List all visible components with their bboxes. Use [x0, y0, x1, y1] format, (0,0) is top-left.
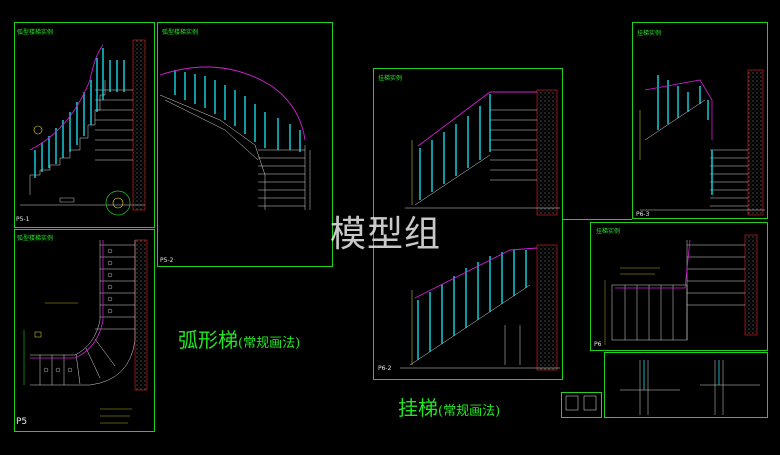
panel-e-title: 挂梯实例 [637, 30, 662, 37]
panel-c-code: P5 [16, 417, 28, 427]
panel-b-drawing [159, 66, 311, 210]
panel-b-title: 弧型楼梯实例 [162, 29, 199, 36]
panel-a-drawing [20, 39, 146, 216]
panel-d-code: P6-2 [378, 365, 392, 372]
panel-a-title: 弧型楼梯实例 [17, 29, 54, 36]
arc-stair-caption-note: (常规画法) [238, 336, 301, 351]
divider-line [563, 219, 632, 220]
panel-frame-d [373, 68, 563, 380]
panel-d2-drawing [400, 244, 560, 371]
panel-b-code: P5-2 [160, 257, 174, 264]
panel-c-title: 弧型楼梯实例 [17, 235, 54, 242]
panel-f-drawing [604, 234, 758, 345]
detail-drawings [565, 360, 760, 415]
arc-stair-caption-main: 弧形梯 [178, 328, 238, 352]
panel-frame-c [14, 229, 155, 432]
panel-a-code: P5-1 [16, 216, 30, 223]
panel-f-code: P6 [594, 341, 602, 348]
hanging-stair-caption-main: 挂梯 [398, 396, 438, 420]
panel-frame-b [157, 22, 333, 267]
detail-frame [604, 352, 768, 418]
hanging-stair-caption: 挂梯(常规画法) [398, 392, 500, 421]
panel-e-drawing [639, 69, 765, 216]
panel-d-drawing [405, 89, 560, 216]
hanging-stair-caption-note: (常规画法) [438, 404, 501, 419]
panel-e-code: P6-3 [636, 211, 650, 218]
panel-f-title: 挂梯实例 [596, 228, 621, 235]
arc-stair-caption: 弧形梯(常规画法) [178, 324, 300, 353]
detail-frame-small [561, 392, 602, 418]
panel-frame-e [632, 22, 768, 219]
panel-c-drawing [23, 239, 148, 424]
panel-frame-f [590, 222, 768, 351]
panel-d-title: 挂梯实例 [378, 75, 403, 82]
panel-frame-a [14, 22, 155, 228]
watermark-text: 模型组 [330, 214, 442, 255]
